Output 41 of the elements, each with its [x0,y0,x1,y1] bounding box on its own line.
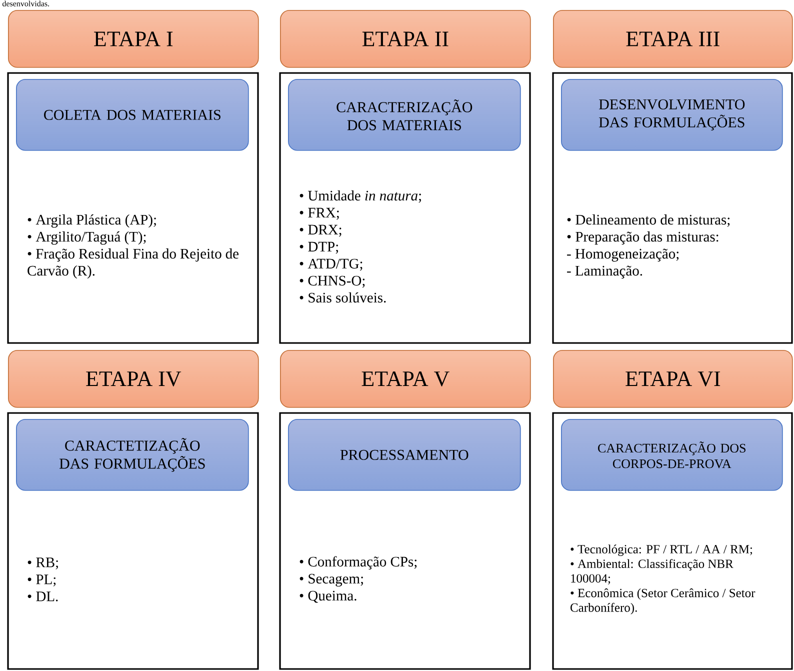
list-item: • Fração Residual Fina do Rejeito de Carvão (R). [28,248,239,279]
stage-frame [7,412,259,670]
list-item: • DL. [28,592,58,602]
list-item: • Argila Plástica (AP); [28,214,156,228]
stage-header: ETAPA IV [8,350,259,408]
stage-frame [552,72,793,344]
stage-header: ETAPA III [553,10,793,68]
list-item: • DRX; [300,224,342,237]
list-item: • Econômica (Setor Cerâmico / Setor Carbonífero). [570,588,756,614]
step-box: COLETA DOS MATERIAIS [16,79,249,151]
list-item: • PL; [28,574,56,586]
list-item: • Queima. [300,590,356,603]
stage-frame [7,72,259,344]
step-box: CARACTERIZAÇÃO DOS MATERIAIS [288,79,521,151]
list-item: • Tecnológica: PF / RTL / AA / RM; [570,544,752,556]
stage-header: ETAPA VI [553,350,793,408]
list-item: • Umidade in natura; [300,190,421,203]
step-box: CARACTETIZAÇÃO DAS FORMULAÇÕES [16,419,249,491]
step-box: CARACTERIZAÇÃO DOS CORPOS-DE-PROVA [561,419,783,491]
list-item: • FRX; [300,208,339,220]
stage-header: ETAPA I [8,10,259,68]
stage-header: ETAPA II [280,10,531,68]
list-item: • Preparação das misturas: [567,231,718,245]
stage-header: ETAPA V [280,350,531,408]
list-item: - Laminação. [567,266,642,279]
list-item: • Ambiental: Classificação NBR 100004; [570,559,734,584]
list-item: • DTP; [300,242,338,254]
list-item: • Argilito/Taguá (T); [28,231,146,245]
list-item: • RB; [28,558,58,570]
stage-frame [279,412,531,670]
stage-frame [552,412,793,670]
step-box: DESENVOLVIMENTO DAS FORMULAÇÕES [561,79,783,151]
list-item: • Conformação CPs; [300,556,417,570]
stage-frame [279,72,531,344]
list-item: • ATD/TG; [300,258,362,271]
list-item: • Secagem; [300,574,363,587]
step-box: PROCESSAMENTO [288,419,521,491]
list-item: • Sais solúveis. [300,292,386,303]
list-item: • CHNS-O; [300,276,365,288]
list-item: - Homogeneização; [567,248,679,262]
list-item: • Delineamento de misturas; [567,214,730,227]
